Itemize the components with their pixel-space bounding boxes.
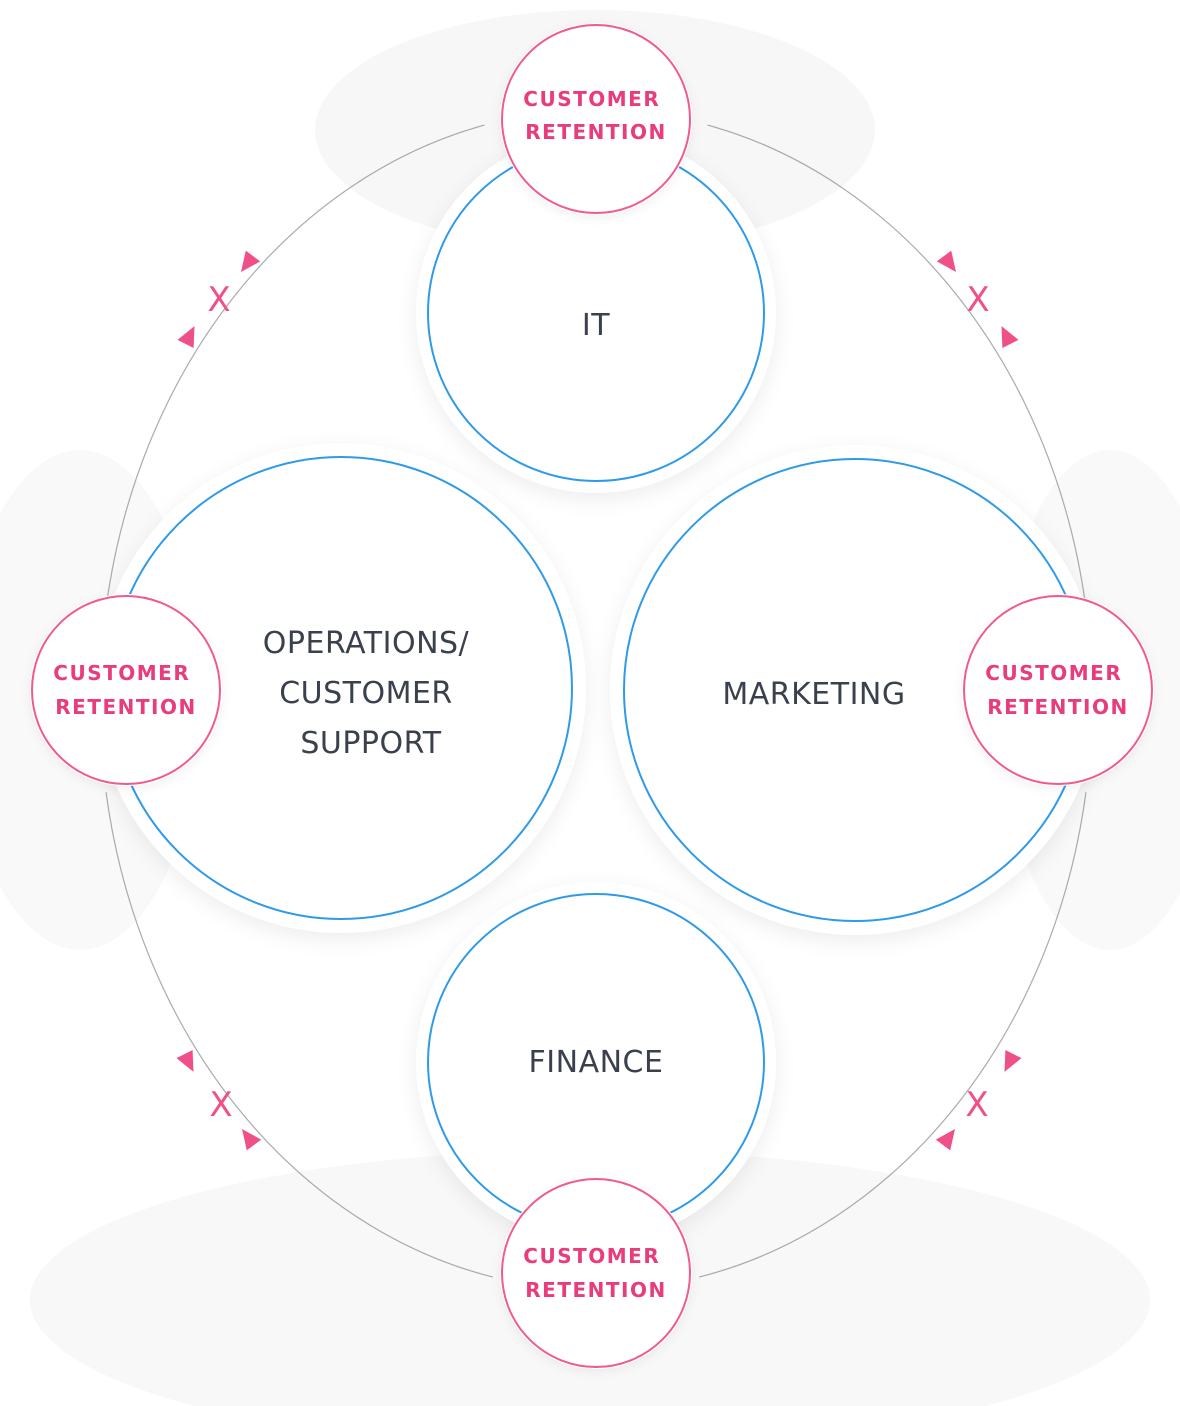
arrowhead-top-left-incoming	[241, 250, 261, 272]
department-it-label: IT	[582, 308, 610, 343]
orbit-arc-top-right	[707, 124, 1087, 608]
retention-node-bottom-ring	[501, 1178, 691, 1368]
retention-node-left: CUSTOMER RETENTION	[30, 594, 222, 786]
blocked-link-top-right-mark: X	[966, 280, 989, 320]
arrowhead-bottom-right-incoming	[1004, 1050, 1022, 1072]
department-marketing-label: MARKETING	[722, 677, 905, 712]
department-operations-label: OPERATIONS/ CUSTOMER SUPPORT	[263, 626, 479, 761]
arrowhead-top-right-incoming	[936, 250, 956, 272]
blocked-link-bottom-left-mark: X	[209, 1085, 232, 1125]
retention-node-bottom-label: CUSTOMER RETENTION	[523, 1244, 668, 1302]
orbit-arc-top-left	[105, 124, 485, 608]
arrowhead-bottom-left-incoming	[176, 1050, 194, 1072]
department-finance: FINANCE	[416, 882, 776, 1242]
retention-node-top: CUSTOMER RETENTION	[500, 23, 692, 215]
arrowhead-top-left-outgoing	[177, 326, 195, 348]
retention-node-right: CUSTOMER RETENTION	[962, 594, 1154, 786]
arrowhead-bottom-right-outgoing	[935, 1129, 955, 1151]
retention-node-left-label: CUSTOMER RETENTION	[53, 661, 198, 719]
arrowhead-bottom-left-outgoing	[242, 1129, 262, 1151]
orbit-arc-bottom-right	[698, 792, 1087, 1278]
retention-node-left-ring	[31, 595, 221, 785]
retention-node-top-label: CUSTOMER RETENTION	[523, 87, 668, 144]
blocked-link-top-left-mark: X	[207, 280, 230, 320]
arrowhead-top-right-outgoing	[1001, 326, 1019, 348]
retention-node-right-label: CUSTOMER RETENTION	[985, 661, 1130, 719]
retention-node-top-ring	[501, 24, 691, 214]
retention-node-right-ring	[963, 595, 1153, 785]
department-it: IT	[416, 133, 776, 493]
blocked-links: X X X X	[207, 280, 989, 1125]
department-operations: OPERATIONS/ CUSTOMER SUPPORT	[96, 443, 586, 933]
retention-node-bottom: CUSTOMER RETENTION	[500, 1177, 692, 1369]
department-circles: IT OPERATIONS/ CUSTOMER SUPPORT MARKETIN…	[96, 133, 1100, 1242]
orbit-arc-bottom-left	[105, 792, 494, 1278]
orbit-arcs	[105, 124, 1087, 1278]
retention-nodes: CUSTOMER RETENTION CUSTOMER RETENTION CU…	[30, 23, 1154, 1369]
arrowheads	[176, 250, 1022, 1151]
department-marketing: MARKETING	[610, 445, 1100, 935]
blocked-link-bottom-right-mark: X	[965, 1085, 988, 1125]
department-finance-label: FINANCE	[529, 1045, 664, 1080]
